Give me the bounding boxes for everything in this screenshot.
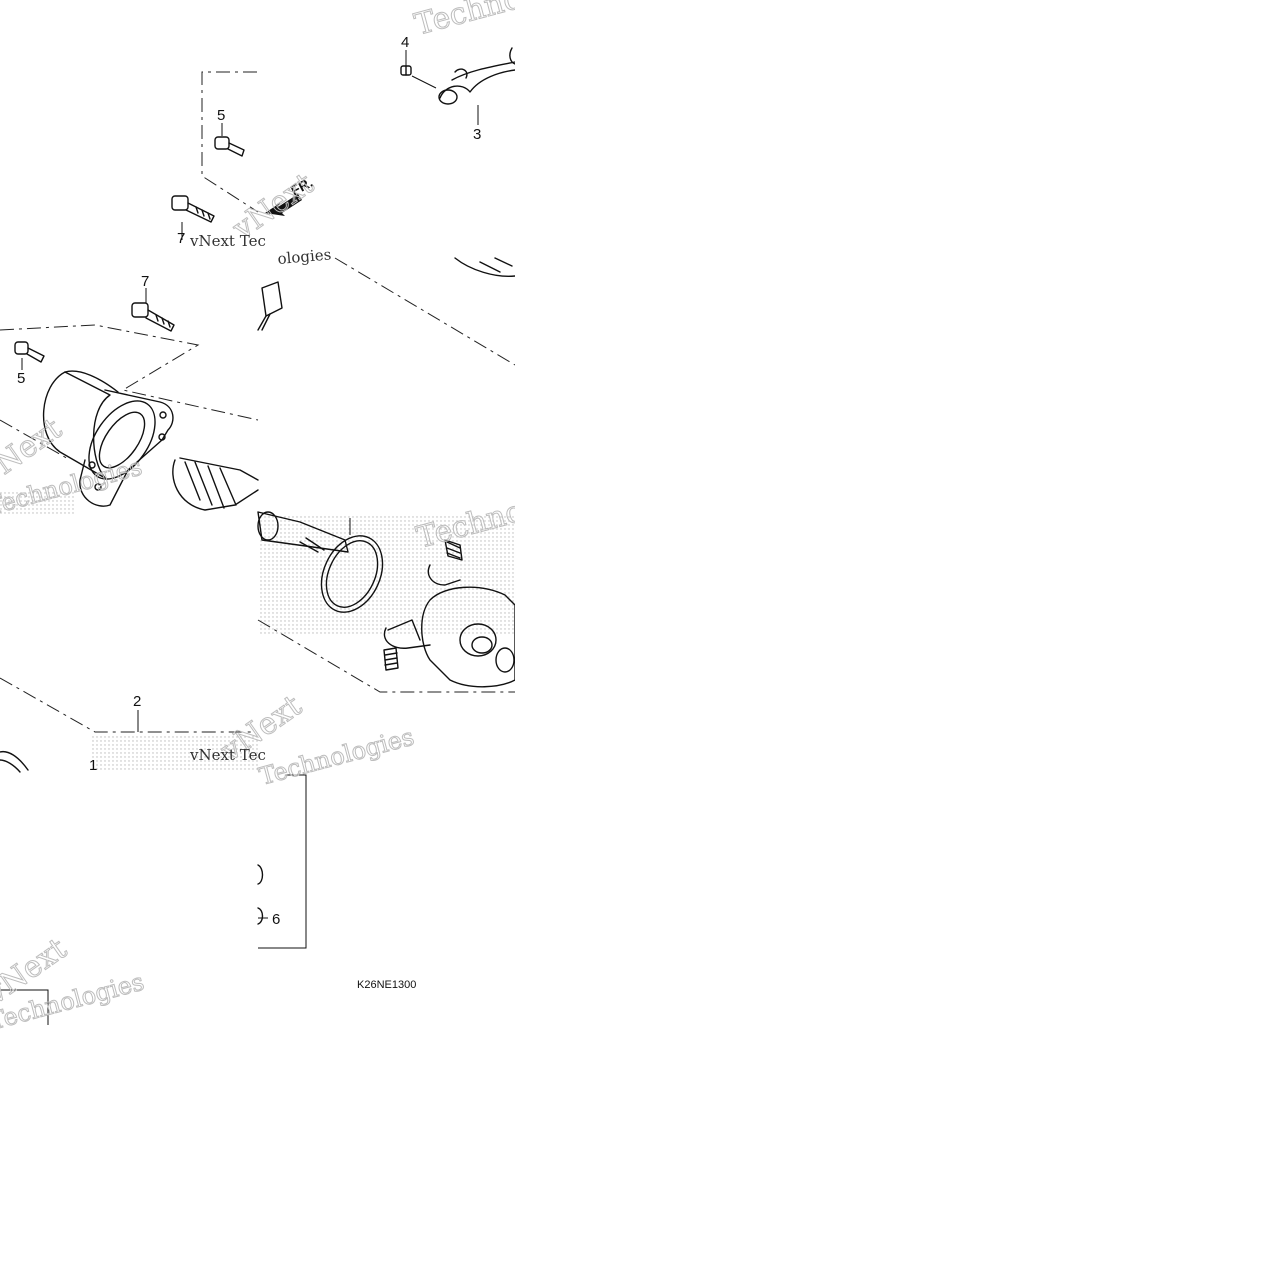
bolt-part-7-mid [131, 302, 175, 332]
bolt-part-7-top [171, 195, 215, 223]
leader-lines [21, 50, 479, 919]
watermark-text: vNext Tec [189, 746, 266, 764]
bolt-part-5-top [214, 136, 245, 157]
callout-6: 6 [272, 911, 280, 928]
callout-2: 2 [133, 693, 141, 710]
callouts: 4 3 5 7 7 5 2 1 6 [17, 34, 481, 928]
armature [172, 457, 349, 553]
wire-harness-part-3 [438, 47, 516, 105]
callout-4: 4 [401, 34, 409, 51]
motor-body-fragment [0, 750, 29, 773]
callout-5: 5 [217, 107, 225, 124]
motor-edge-fragment [454, 257, 516, 278]
seal-part-6 [257, 864, 264, 925]
watermark-texture [0, 490, 515, 770]
watermark-text: ologies [277, 245, 332, 268]
callout-5: 5 [17, 370, 25, 387]
o-ring [320, 535, 384, 613]
diagram-code: K26NE1300 [357, 979, 416, 991]
watermark-text: vNext Tec [189, 232, 266, 250]
callout-1: 1 [89, 757, 97, 774]
bolt-part-5-left [14, 341, 45, 363]
callout-7: 7 [177, 230, 185, 247]
callout-3: 3 [473, 126, 481, 143]
callout-7: 7 [141, 273, 149, 290]
end-cover [383, 539, 516, 688]
assembly-outlines [0, 71, 516, 1025]
bolt-part-4 [400, 65, 412, 76]
motor-case [42, 370, 174, 507]
terminal-clip [257, 281, 283, 331]
